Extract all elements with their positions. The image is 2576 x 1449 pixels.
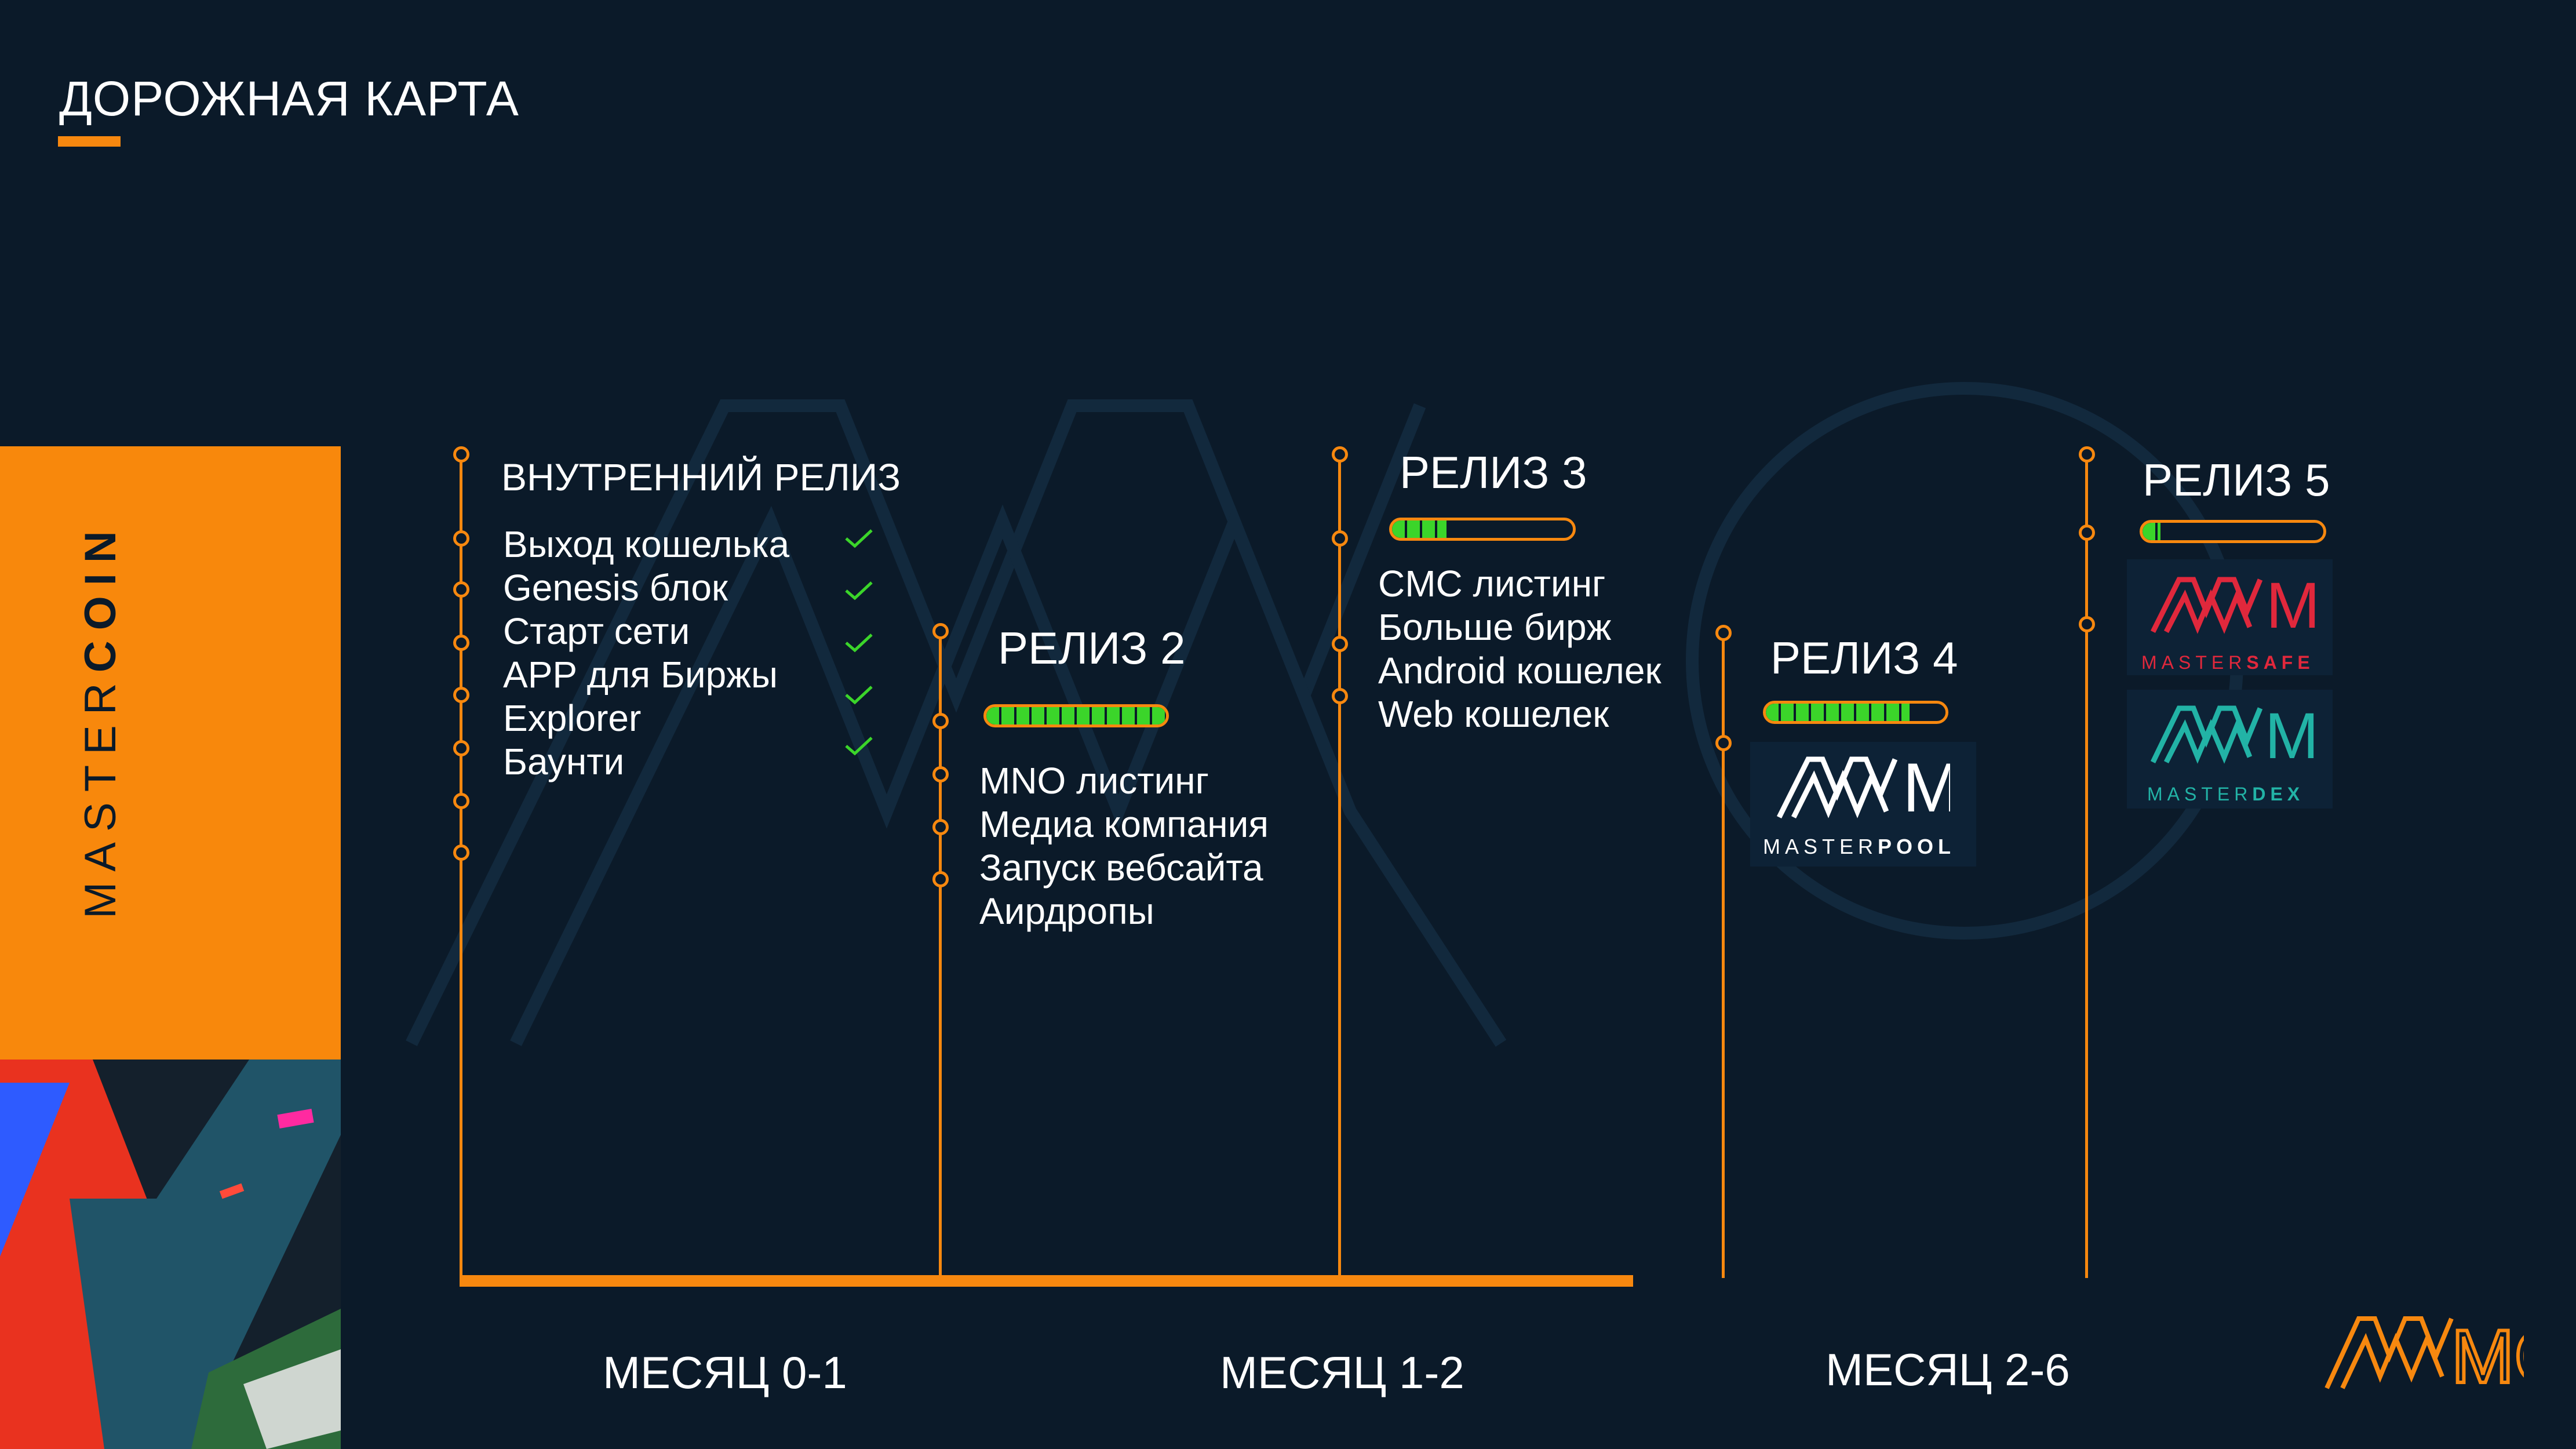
masterpool-caption: MASTERPOOL: [1763, 835, 1955, 859]
release-3-item: Больше бирж: [1378, 606, 1612, 648]
timeline-node: [1715, 735, 1732, 751]
release-3-item: CMC листинг: [1378, 563, 1606, 605]
masterdex-caption: MASTERDEX: [2147, 784, 2304, 805]
timeline-line-4: [1722, 632, 1725, 1278]
timeline-node: [932, 766, 949, 782]
brand-wordmark: MASTERCOIN: [75, 520, 126, 919]
masterdex-mark-icon: MD: [2150, 701, 2318, 765]
check-icon: [845, 737, 873, 756]
masterpool-mark-text: MP: [1903, 753, 1950, 820]
release-1-item: APP для Биржы: [503, 654, 778, 696]
timeline-line-1: [460, 452, 462, 1278]
mc-logo: MC: [2324, 1313, 2524, 1391]
masterdex-light: MASTER: [2147, 784, 2253, 804]
month-label-2: МЕСЯЦ 1-2: [1220, 1347, 1464, 1398]
timeline-line-3: [1338, 452, 1341, 1278]
masterpool-logo: MP MASTERPOOL: [1750, 742, 1976, 867]
release-2-item: Запуск вебсайта: [979, 847, 1263, 889]
mc-logo-mark-icon: [2324, 1316, 2454, 1389]
mastersafe-caption: MASTERSAFE: [2141, 652, 2315, 673]
check-icon: [845, 634, 873, 653]
release-5-progress: [2140, 520, 2326, 543]
timeline-node: [453, 581, 469, 598]
release-3-progress: [1389, 518, 1576, 541]
masterpool-light: MASTER: [1763, 835, 1878, 858]
check-icon: [845, 581, 873, 600]
page-title: ДОРОЖНАЯ КАРТА: [59, 71, 519, 126]
release-1-item: Explorer: [503, 697, 642, 739]
release-3-title: РЕЛИЗ 3: [1400, 447, 1587, 498]
timeline-line-5: [2085, 452, 2088, 1278]
timeline-node: [2079, 525, 2095, 541]
brand-master: MASTER: [76, 672, 125, 919]
timeline-line-2: [939, 629, 942, 1278]
check-icon: [845, 529, 873, 548]
timeline-baseline: [460, 1275, 1633, 1287]
release-2-item: Медиа компания: [979, 803, 1269, 845]
timeline-node: [932, 713, 949, 729]
masterpool-bold: POOL: [1878, 835, 1956, 858]
masterdex-bold: DEX: [2252, 784, 2305, 804]
month-label-3: МЕСЯЦ 2-6: [1826, 1344, 2070, 1395]
release-3-item: Web кошелек: [1378, 693, 1609, 735]
timeline-node: [932, 819, 949, 835]
masterpool-mark-icon: MP: [1776, 753, 1950, 820]
release-2-title: РЕЛИЗ 2: [998, 622, 1186, 673]
timeline-node: [453, 844, 469, 861]
release-2-item: MNO листинг: [979, 760, 1209, 802]
release-1-item: Выход кошелька: [503, 523, 790, 565]
timeline-node: [453, 446, 469, 463]
title-underline: [58, 136, 121, 147]
release-3-item: Android кошелек: [1378, 650, 1662, 691]
release-1-title: ВНУТРЕННИЙ РЕЛИЗ: [501, 456, 901, 498]
timeline-node: [1715, 625, 1732, 641]
timeline-node: [1332, 688, 1348, 704]
timeline-node: [1332, 636, 1348, 652]
timeline-node: [453, 635, 469, 651]
timeline-node: [453, 793, 469, 809]
brand-bar: [0, 446, 341, 1060]
timeline-node: [453, 687, 469, 703]
timeline-node: [1332, 446, 1348, 463]
release-2-item: Аирдропы: [979, 890, 1154, 932]
release-2-progress: [983, 704, 1169, 727]
timeline-node: [2079, 616, 2095, 632]
release-4-progress: [1763, 701, 1948, 724]
mastersafe-mark-text: MS: [2266, 574, 2318, 635]
timeline-node: [1332, 530, 1348, 547]
mc-logo-text: MC: [2451, 1314, 2524, 1391]
mastersafe-logo: MS MASTERSAFE: [2127, 559, 2333, 675]
release-4-title: РЕЛИЗ 4: [1770, 632, 1958, 683]
timeline-node: [932, 871, 949, 887]
month-label-1: МЕСЯЦ 0-1: [603, 1347, 847, 1398]
mastersafe-mark-icon: MS: [2150, 574, 2318, 635]
timeline-node: [932, 623, 949, 639]
decorative-art: [0, 1060, 341, 1449]
timeline-node: [2079, 446, 2095, 463]
release-1-item: Genesis блок: [503, 567, 728, 609]
mastersafe-light: MASTER: [2141, 652, 2247, 673]
release-1-item: Старт сети: [503, 610, 690, 652]
mastersafe-bold: SAFE: [2246, 652, 2315, 673]
release-5-title: РЕЛИЗ 5: [2143, 454, 2330, 505]
release-1-item: Баунти: [503, 741, 625, 782]
check-icon: [845, 686, 873, 705]
timeline-node: [453, 530, 469, 547]
masterdex-mark-text: MD: [2265, 701, 2318, 765]
masterdex-logo: MD MASTERDEX: [2127, 690, 2333, 809]
brand-coin: COIN: [76, 520, 125, 673]
timeline-node: [453, 740, 469, 756]
